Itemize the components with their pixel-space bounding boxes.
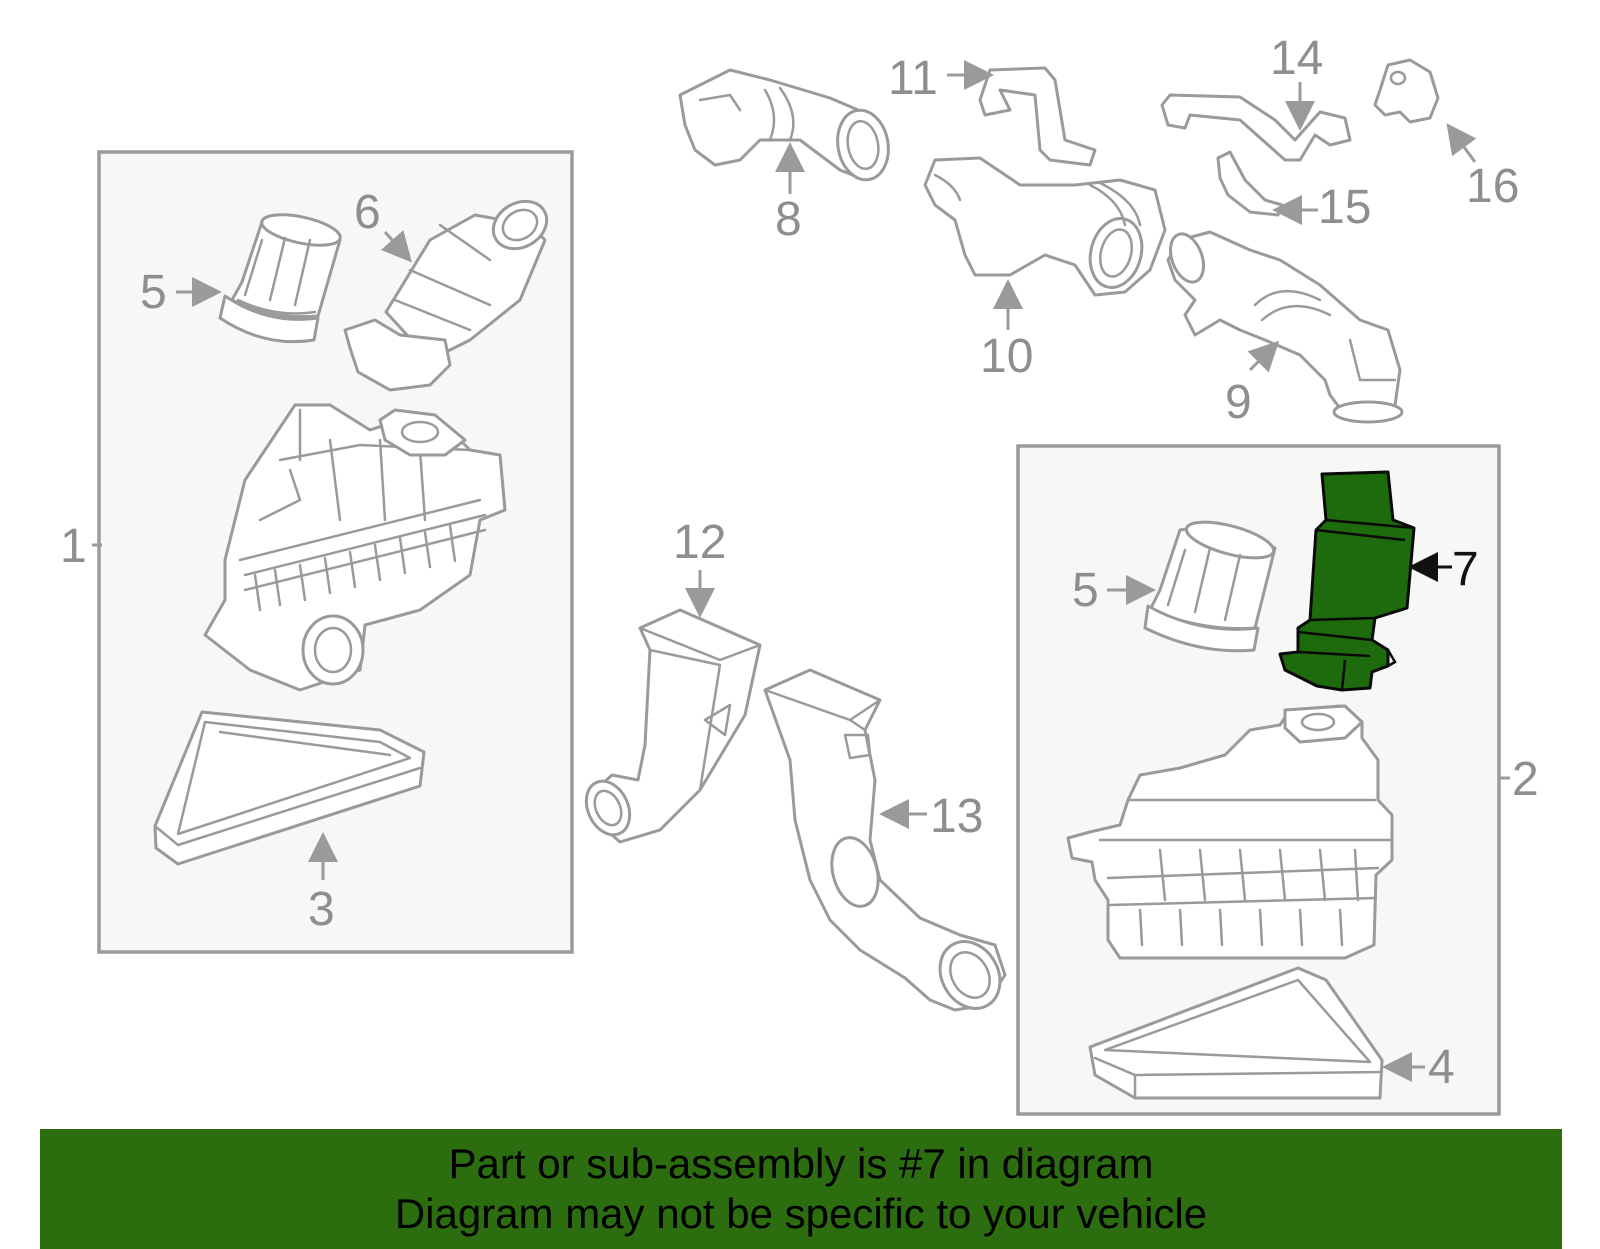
- callout-1: 1: [60, 520, 87, 573]
- callout-12: 12: [673, 516, 726, 569]
- part-4-filter: [1088, 966, 1384, 1100]
- part-6: [343, 199, 549, 392]
- info-banner: Part or sub-assembly is #7 in diagram Di…: [40, 1129, 1562, 1249]
- callout-6: 6: [354, 186, 381, 239]
- callout-5-left: 5: [140, 266, 167, 319]
- callout-4: 4: [1428, 1041, 1455, 1094]
- part-13: [763, 668, 1007, 1012]
- part-1-housing: [203, 403, 507, 692]
- part-2-housing: [1066, 704, 1394, 960]
- part-3-filter: [153, 710, 426, 866]
- callout-9: 9: [1225, 376, 1252, 429]
- callout-13: 13: [930, 790, 983, 843]
- banner-line-1: Part or sub-assembly is #7 in diagram: [448, 1140, 1154, 1187]
- part-9: [1166, 230, 1404, 424]
- part-15: [1216, 150, 1284, 217]
- callout-5-right: 5: [1072, 564, 1099, 617]
- callout-15: 15: [1318, 181, 1371, 234]
- part-11: [978, 66, 1097, 167]
- callout-11: 11: [888, 52, 938, 105]
- part-5-left: [218, 213, 342, 344]
- callout-3: 3: [308, 883, 335, 936]
- banner-line-2: Diagram may not be specific to your vehi…: [394, 1190, 1208, 1237]
- callout-16: 16: [1466, 160, 1519, 213]
- callout-14: 14: [1270, 32, 1323, 85]
- callout-10: 10: [980, 330, 1033, 383]
- callout-2: 2: [1512, 753, 1539, 806]
- part-10: [923, 156, 1167, 297]
- part-12: [584, 608, 762, 844]
- part-14: [1160, 93, 1352, 162]
- callout-7: 7: [1452, 543, 1479, 596]
- part-5-right: [1143, 520, 1277, 653]
- part-16: [1373, 58, 1440, 124]
- callout-8: 8: [775, 193, 802, 246]
- part-8: [678, 68, 890, 182]
